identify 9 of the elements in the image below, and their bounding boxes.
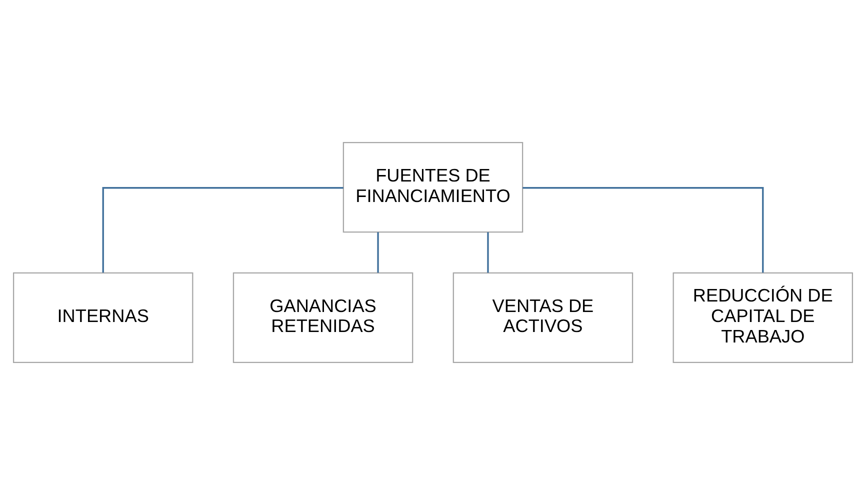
connector bbox=[522, 186, 764, 272]
connector bbox=[102, 186, 344, 272]
connector bbox=[377, 232, 379, 272]
node-box: FUENTES DE FINANCIAMIENTO bbox=[342, 141, 524, 232]
node-box: GANANCIAS RETENIDAS bbox=[232, 272, 414, 363]
node-box: INTERNAS bbox=[12, 272, 194, 363]
node-box: REDUCCIÓN DE CAPITAL DE TRABAJO bbox=[672, 272, 854, 363]
connector bbox=[487, 232, 489, 272]
node-box: VENTAS DE ACTIVOS bbox=[452, 272, 634, 363]
